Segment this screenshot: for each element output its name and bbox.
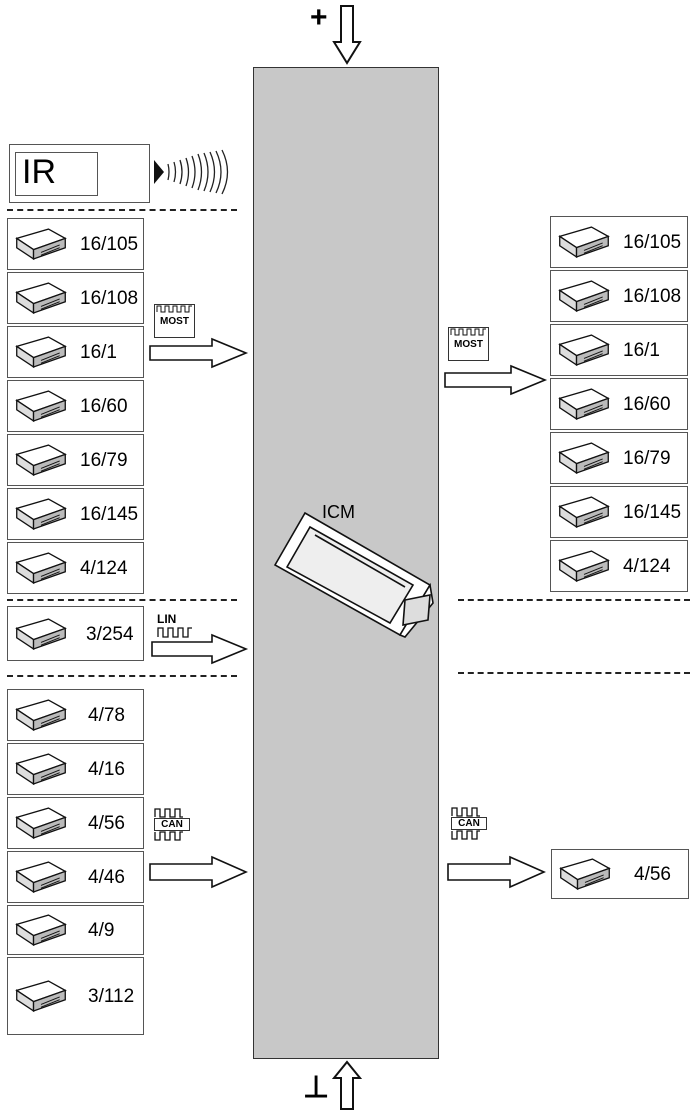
left-can-module-4-9: 4/9 (7, 905, 144, 955)
ground-arrow-icon (331, 1060, 363, 1110)
module-label: 4/78 (88, 705, 125, 726)
module-label: 4/124 (80, 558, 128, 579)
most-bus-symbol-left: MOST (154, 304, 195, 338)
right-most-module-16-60: 16/60 (550, 378, 688, 430)
left-can-module-4-46: 4/46 (7, 851, 144, 903)
left-most-module-16-60: 16/60 (7, 380, 144, 432)
lin-in-arrow (151, 633, 249, 665)
right-most-module-4-124: 4/124 (550, 540, 688, 592)
left-most-module-4-124: 4/124 (7, 542, 144, 594)
left-most-module-16-1: 16/1 (7, 326, 144, 378)
most-bus-symbol-right: MOST (448, 327, 489, 361)
icm-unit-icon (273, 511, 434, 638)
power-arrow-icon (332, 5, 362, 65)
most-label-right: MOST (454, 339, 483, 350)
right-can-module-4-56: 4/56 (551, 849, 689, 899)
module-label: 16/108 (623, 286, 682, 307)
can-bus-symbol-left: CAN (154, 808, 190, 848)
most-out-arrow (444, 364, 548, 396)
ir-signal-icon (154, 149, 229, 195)
ir-label: IR (22, 153, 56, 191)
left-can-module-4-16: 4/16 (7, 743, 144, 795)
right-most-module-16-105: 16/105 (550, 216, 688, 268)
module-label: 16/79 (623, 448, 671, 469)
right-most-module-16-79: 16/79 (550, 432, 688, 484)
can-bus-symbol-right: CAN (451, 807, 487, 847)
can-label-left: CAN (154, 818, 190, 831)
separator-ir (7, 209, 237, 211)
ir-inner-box (15, 152, 98, 196)
module-label: 3/112 (88, 986, 135, 1007)
lin-bus-symbol: LIN (157, 612, 197, 642)
can-label-right: CAN (451, 817, 487, 830)
module-label: 16/105 (623, 232, 682, 253)
module-label: 16/145 (623, 502, 682, 523)
separator-right-bottom (458, 672, 690, 674)
most-in-arrow (149, 337, 249, 369)
left-most-module-16-108: 16/108 (7, 272, 144, 324)
module-label: 4/46 (88, 867, 125, 888)
left-most-module-16-105: 16/105 (7, 218, 144, 270)
right-most-module-16-1: 16/1 (550, 324, 688, 376)
most-label-left: MOST (160, 316, 189, 327)
left-most-module-16-145: 16/145 (7, 488, 144, 540)
module-label: 16/60 (80, 396, 128, 417)
can-in-arrow (149, 855, 248, 889)
module-label: 4/56 (88, 813, 125, 834)
separator-left-lin-top (7, 599, 237, 601)
left-can-module-4-56: 4/56 (7, 797, 144, 849)
lin-label: LIN (157, 612, 177, 626)
module-label: 4/56 (634, 864, 671, 885)
right-most-module-16-108: 16/108 (550, 270, 688, 322)
separator-left-lin-bottom (7, 675, 237, 677)
module-label: 16/108 (80, 288, 139, 309)
module-label: 16/60 (623, 394, 671, 415)
module-label: 16/145 (80, 504, 139, 525)
module-label: 4/9 (88, 920, 115, 941)
module-label: 16/79 (80, 450, 128, 471)
left-can-module-4-78: 4/78 (7, 689, 144, 741)
separator-right-top (458, 599, 690, 601)
module-label: 3/254 (86, 623, 134, 645)
lin-module-3-254: 3/254 (7, 606, 144, 661)
module-label: 4/16 (88, 759, 125, 780)
left-most-module-16-79: 16/79 (7, 434, 144, 486)
plus-symbol: + (310, 1, 328, 34)
can-out-arrow (447, 855, 546, 889)
icm-label: ICM (322, 502, 355, 522)
module-label: 4/124 (623, 556, 671, 577)
module-label: 16/105 (80, 234, 139, 255)
module-label: 16/1 (80, 342, 117, 363)
module-label: 16/1 (623, 340, 660, 361)
right-most-module-16-145: 16/145 (550, 486, 688, 538)
ground-symbol: ⊥ (303, 1071, 330, 1104)
left-can-module-3-112: 3/112 (7, 957, 144, 1035)
